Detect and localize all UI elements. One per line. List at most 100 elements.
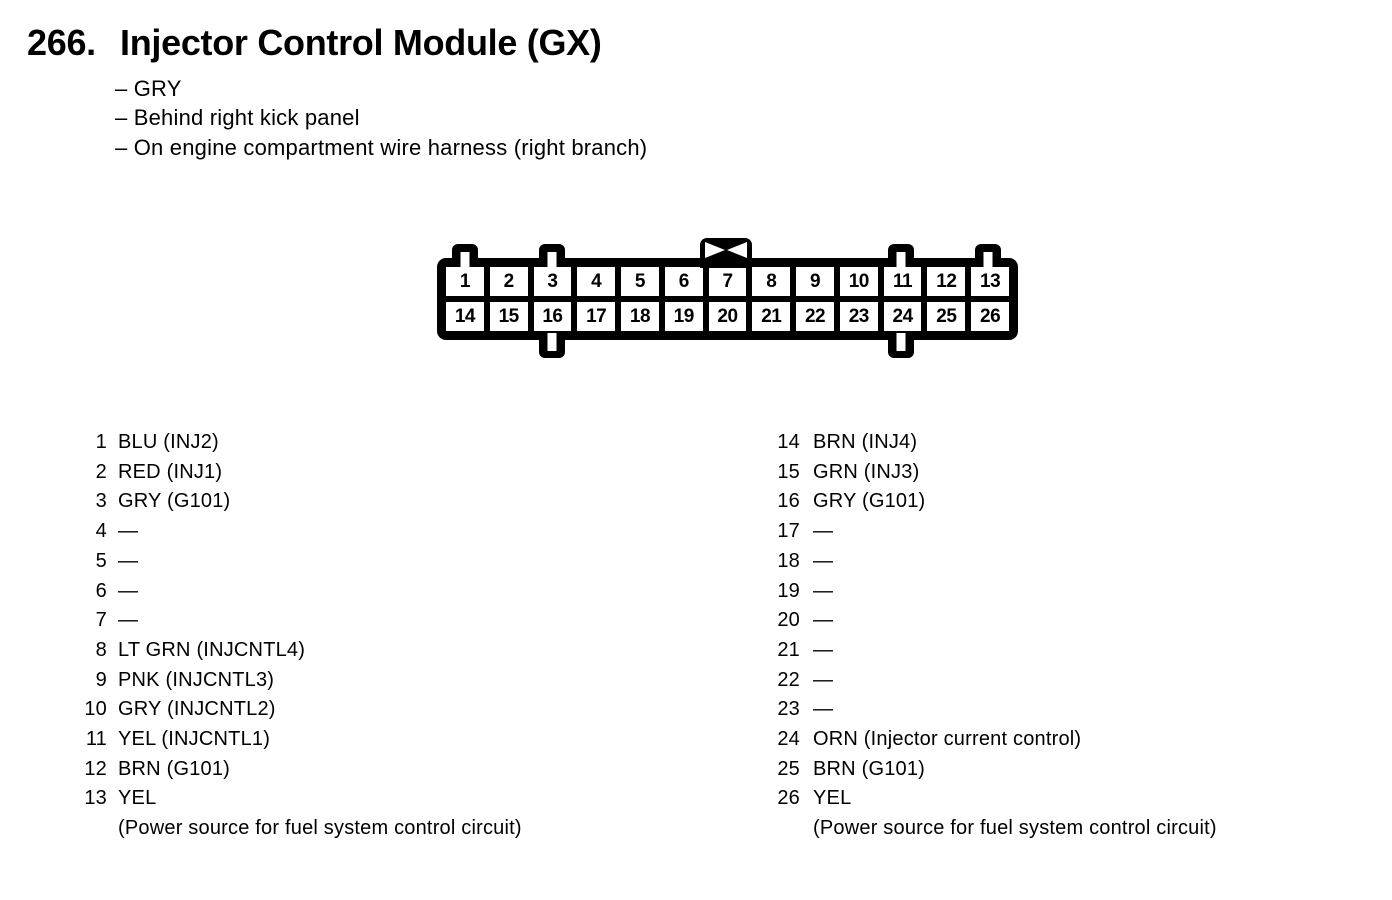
pin-number: 26: [777, 787, 800, 810]
pin-row: 23—: [774, 695, 1217, 725]
pin-number: 21: [777, 638, 800, 661]
pin-row: 26 YEL: [774, 784, 1217, 814]
mount-tab-bottom-2: [887, 333, 914, 358]
pin-label: BLU (INJ2): [118, 431, 219, 453]
pin-label: BRN (G101): [118, 757, 231, 780]
pin-number: 24: [777, 728, 800, 751]
pin-number: 4: [95, 520, 107, 543]
bowtie-latch-icon: [705, 242, 748, 258]
connector-pin-cell: 14: [446, 302, 484, 331]
pin-row: 9 PNK (INJCNTL3): [83, 666, 522, 696]
pin-number: 20: [777, 609, 800, 632]
connector-pin-cell: 26: [971, 302, 1009, 331]
pin-label: YEL: [813, 787, 852, 810]
bullet-item: – Behind right kick panel: [115, 105, 360, 131]
pin-label: —: [118, 579, 139, 602]
pin-label: RED (INJ1): [118, 460, 223, 483]
pin-number: 3: [95, 490, 107, 513]
pin-number: 17: [777, 520, 800, 543]
tab-notch: [896, 252, 906, 272]
pin-label: LT GRN (INJCNTL4): [118, 638, 306, 661]
connector-pin-cell: 12: [927, 267, 966, 296]
page-title: Injector Control Module (GX): [120, 22, 602, 63]
pin-number: 23: [777, 698, 800, 721]
tab-notch: [547, 252, 557, 272]
pin-number: 15: [777, 460, 800, 483]
pin-note: (Power source for fuel system control ci…: [118, 817, 522, 840]
pin-label: —: [813, 520, 834, 543]
connector-pin-cell: 10: [839, 267, 878, 296]
bullet-item: – On engine compartment wire harness (ri…: [115, 134, 648, 160]
connector-pin-cell: 8: [752, 267, 791, 296]
pin-label: —: [813, 549, 834, 572]
pin-label: BRN (G101): [813, 757, 926, 780]
connector-pin-cell: 5: [621, 267, 659, 296]
mount-tab-bottom-1: [539, 333, 565, 358]
pin-row: 12 BRN (G101): [83, 755, 522, 785]
pin-label: —: [813, 609, 834, 632]
pin-label: YEL: [118, 787, 157, 810]
mount-tab-top-3: [887, 244, 914, 272]
pin-number: 18: [777, 549, 800, 572]
pin-row: 6—: [83, 577, 522, 607]
mount-tab-top-2: [539, 244, 565, 272]
pin-number: 12: [84, 757, 107, 780]
mount-tab-top-4: [975, 244, 1001, 272]
connector-pin-cell: 17: [577, 302, 616, 331]
connector-pin-cell: 15: [489, 302, 528, 331]
pin-number: 13: [84, 787, 107, 810]
pin-number: 25: [777, 757, 800, 780]
bullet-item: – GRY: [115, 76, 182, 101]
pin-number: 7: [95, 609, 107, 632]
pin-row: 13 YEL: [83, 784, 522, 814]
pin-note: (Power source for fuel system control ci…: [813, 817, 1217, 840]
connector-pin-cell: 18: [621, 302, 659, 331]
connector-pin-cell: 9: [796, 267, 834, 296]
tab-notch: [547, 333, 557, 351]
pin-row: 17 —: [774, 517, 1217, 547]
pin-number: 8: [95, 638, 107, 661]
pin-number: 9: [95, 668, 107, 691]
pin-row: 24 ORN (Injector current control): [774, 725, 1217, 755]
connector-pin-cell: 25: [927, 302, 966, 331]
pin-row: 25 BRN (G101): [774, 755, 1217, 785]
pin-row: 18 —: [774, 547, 1217, 577]
pin-label: ORN (Injector current control): [813, 728, 1082, 751]
pin-number: 10: [84, 698, 107, 721]
pin-label: GRY (G101): [118, 490, 231, 513]
pin-row: 21—: [774, 636, 1217, 666]
tab-notch: [896, 333, 906, 351]
pin-row: 7—: [83, 606, 522, 636]
pin-label: GRY (G101): [813, 490, 926, 513]
tab-notch: [460, 252, 470, 272]
pin-label: —: [118, 549, 139, 572]
pin-row: 8 LT GRN (INJCNTL4): [83, 636, 522, 666]
pin-number: 5: [95, 549, 107, 572]
pin-row: 5—: [83, 547, 522, 577]
pin-label: PNK (INJCNTL3): [118, 668, 275, 691]
pin-row: 3 GRY (G101): [83, 487, 522, 517]
pin-row: 19—: [774, 577, 1217, 607]
connector-pin-cell: 4: [577, 267, 616, 296]
connector-pin-cell: 21: [752, 302, 791, 331]
connector-pin-cell: 20: [708, 302, 747, 331]
pin-row: 20 —: [774, 606, 1217, 636]
pin-number: 22: [777, 668, 800, 691]
pin-row: 4—: [83, 517, 522, 547]
pin-number: 19: [777, 579, 800, 602]
connector-pin-cell: 16: [533, 302, 572, 331]
connector-pin-cell: 23: [839, 302, 878, 331]
page-heading: 266. Injector Control Module (GX): [27, 22, 602, 64]
pin-label: —: [118, 609, 139, 632]
